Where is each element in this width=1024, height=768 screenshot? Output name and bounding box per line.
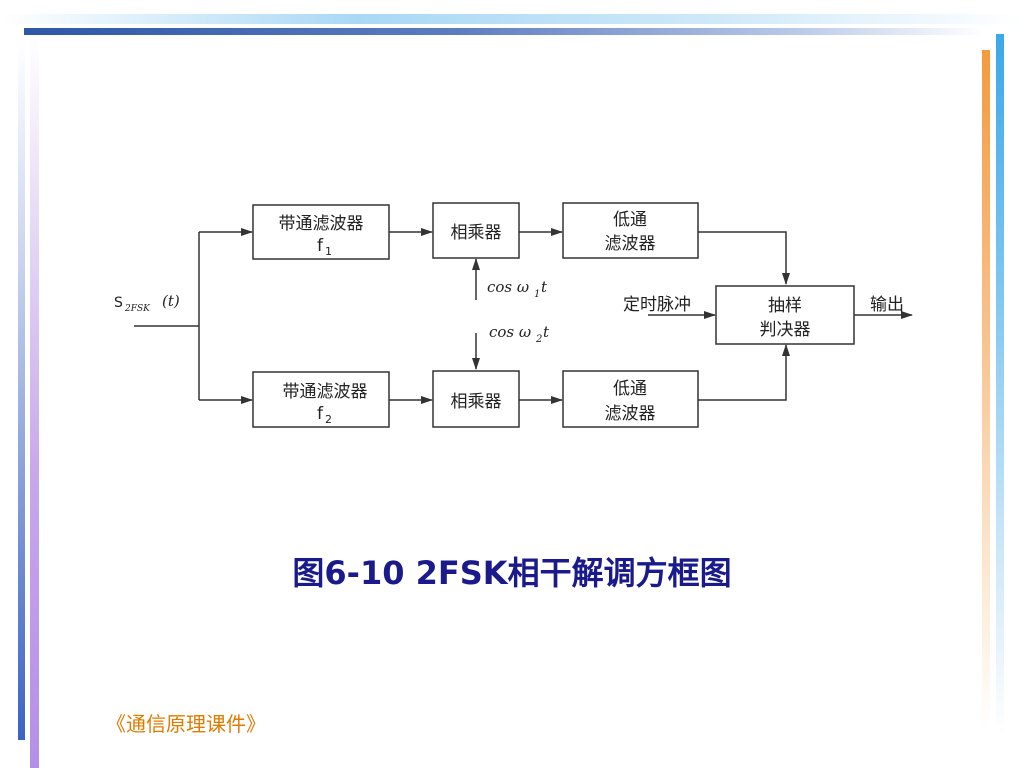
arrow-lpf2-sampler	[698, 344, 790, 401]
svg-text:t: t	[541, 278, 548, 296]
arrow-lpf1-sampler	[698, 231, 790, 285]
output-label: 输出	[870, 295, 904, 315]
top-decor-bar-dark	[24, 28, 984, 35]
svg-text:1: 1	[325, 245, 332, 258]
sampler-label-1: 抽样	[768, 296, 802, 316]
svg-text:f: f	[317, 236, 324, 256]
lpf1-block	[562, 202, 699, 259]
bpf1-label: 带通滤波器	[279, 214, 364, 234]
svg-text:S: S	[114, 295, 123, 311]
sampler-block	[715, 285, 855, 345]
right-decor-bar-blue	[996, 34, 1004, 734]
mult2-block	[432, 370, 520, 428]
bpf1-freq: f 1	[317, 236, 332, 258]
bpf2-label: 带通滤波器	[283, 382, 368, 402]
lpf1-label-1: 低通	[613, 210, 647, 230]
bpf1-block	[252, 204, 390, 260]
lpf2-label-2: 滤波器	[605, 404, 656, 424]
svg-text:2: 2	[535, 334, 542, 345]
timing-pulse-label: 定时脉冲	[623, 295, 691, 315]
lpf2-block	[562, 370, 699, 428]
bpf2-freq: f 2	[317, 404, 332, 426]
svg-text:cos ω: cos ω	[487, 278, 529, 296]
top-decor-bar	[0, 14, 1024, 24]
svg-text:cos ω: cos ω	[489, 323, 531, 341]
lpf2-label-1: 低通	[613, 379, 647, 399]
svg-text:2FSK: 2FSK	[124, 304, 151, 314]
cos2-label: cos ω 2 t	[489, 323, 550, 345]
svg-text:2: 2	[325, 413, 332, 426]
svg-text:1: 1	[534, 289, 540, 300]
left-decor-bar-purple	[30, 36, 39, 768]
course-footer: 《通信原理课件》	[106, 712, 266, 736]
right-decor-bar-orange	[982, 50, 990, 730]
left-decor-bar-blue	[18, 40, 25, 740]
bpf2-block	[252, 371, 390, 428]
lpf1-label-2: 滤波器	[605, 234, 656, 254]
input-signal-label: S 2FSK (t)	[114, 292, 180, 314]
mult1-label: 相乘器	[451, 223, 502, 243]
cos1-label: cos ω 1 t	[487, 278, 548, 300]
mult2-label: 相乘器	[451, 392, 502, 412]
mult1-block	[432, 202, 520, 259]
svg-text:f: f	[317, 404, 324, 424]
figure-caption: 图6-10 2FSK相干解调方框图	[292, 554, 732, 592]
sampler-label-2: 判决器	[760, 320, 811, 340]
svg-text:(t): (t)	[162, 292, 180, 310]
svg-text:t: t	[543, 323, 550, 341]
